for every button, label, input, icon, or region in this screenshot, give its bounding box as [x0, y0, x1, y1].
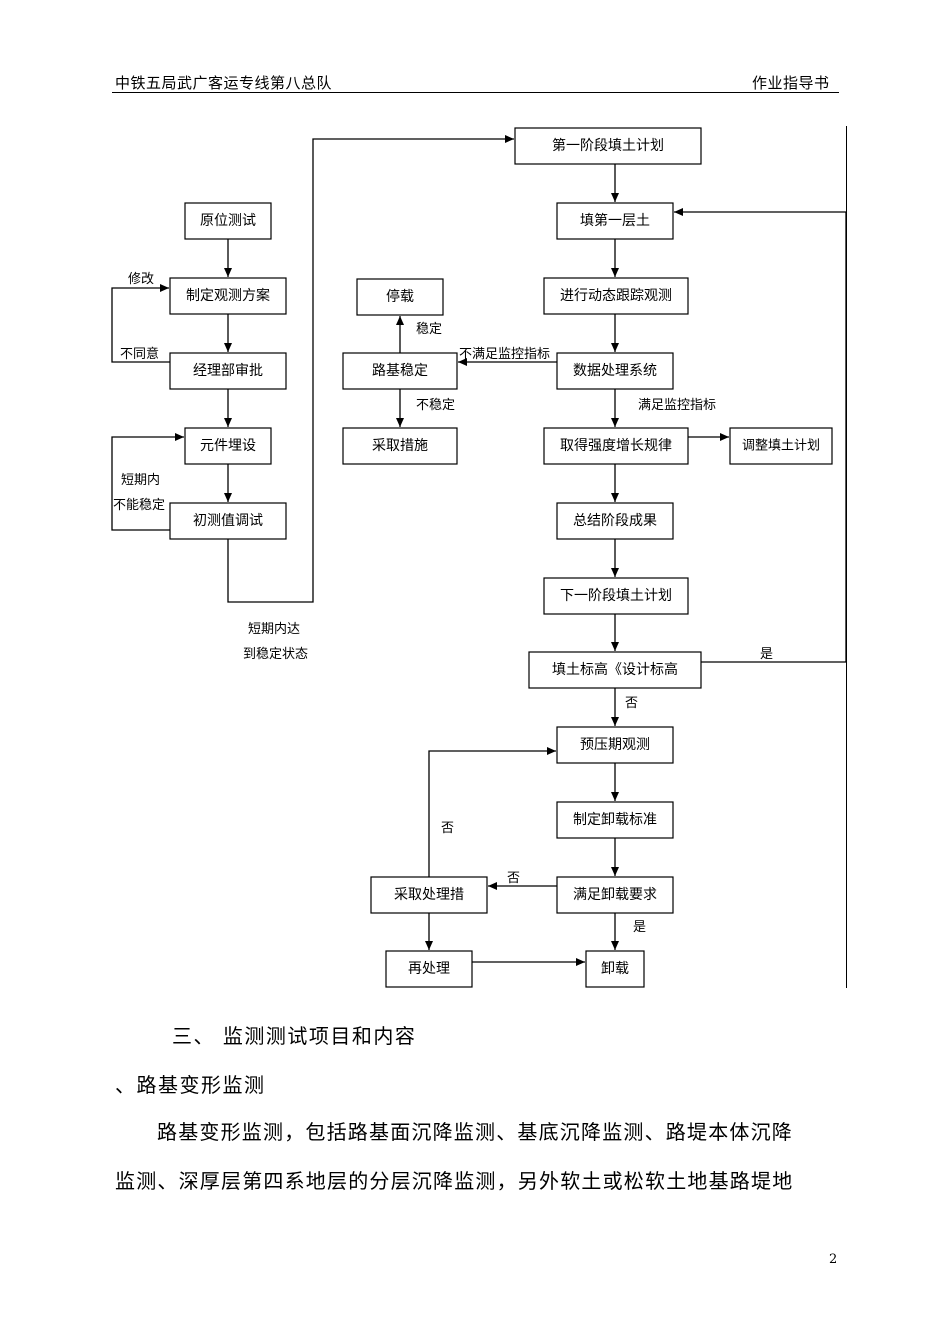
svg-text:元件埋设: 元件埋设 — [200, 438, 256, 454]
label-shi-manzu: 是 — [633, 920, 646, 935]
svg-text:采取措施: 采取措施 — [372, 438, 428, 454]
node-tingzai: 停载 — [356, 278, 444, 316]
header-left: 中铁五局武广客运专线第八总队 — [115, 74, 333, 92]
svg-text:填土标高《设计标高: 填土标高《设计标高 — [552, 661, 678, 678]
page-number: 2 — [829, 1252, 838, 1267]
label-daoda-1: 短期内达 — [248, 621, 300, 637]
header-rule — [112, 92, 839, 93]
paragraph-line-2: 监测、深厚层第四系地层的分层沉降监测，另外软土或松软土地基路堤地 — [115, 1169, 794, 1193]
edge-chuli-yuya — [428, 747, 556, 877]
node-xiezai: 卸载 — [585, 950, 645, 988]
node-zaichuli: 再处理 — [385, 950, 473, 988]
section-title: 三、 监测测试项目和内容 — [172, 1024, 417, 1048]
label-wending: 稳定 — [416, 321, 442, 337]
svg-text:第一阶段填土计划: 第一阶段填土计划 — [552, 137, 664, 154]
svg-text:调整填土计划: 调整填土计划 — [742, 439, 820, 454]
node-yuanwei: 原位测试 — [184, 202, 272, 240]
node-jinglibu: 经理部审批 — [169, 352, 287, 390]
label-xiugai: 修改 — [128, 272, 154, 287]
edge-biaogao-loop-shi — [674, 208, 847, 663]
node-yuya: 预压期观测 — [556, 726, 674, 764]
edge-loop-xiugai — [111, 284, 170, 363]
label-shi-biaogao: 是 — [760, 647, 773, 662]
node-caiqu-cuoshi: 采取措施 — [342, 427, 458, 465]
label-daoda-2: 到稳定状态 — [243, 646, 308, 662]
node-tiaozheng: 调整填土计划 — [729, 427, 833, 465]
node-biaogao: 填土标高《设计标高 — [528, 651, 702, 689]
svg-text:原位测试: 原位测试 — [200, 213, 256, 229]
label-fou-biaogao: 否 — [625, 696, 638, 711]
label-buwending: 不稳定 — [416, 397, 455, 413]
label-manzu: 满足监控指标 — [638, 398, 716, 413]
edge-loop-bunengwending — [111, 433, 184, 531]
svg-text:进行动态跟踪观测: 进行动态跟踪观测 — [560, 288, 672, 304]
label-fou-manzu: 否 — [507, 871, 520, 886]
svg-text:填第一层土: 填第一层土 — [580, 212, 650, 229]
svg-text:路基稳定: 路基稳定 — [372, 362, 428, 379]
svg-text:经理部审批: 经理部审批 — [193, 363, 263, 379]
svg-text:预压期观测: 预压期观测 — [580, 737, 650, 753]
node-tian-diyi: 填第一层土 — [556, 202, 674, 240]
node-chuce: 初测值调试 — [169, 502, 287, 540]
svg-text:制定卸载标准: 制定卸载标准 — [573, 812, 657, 828]
svg-text:制定观测方案: 制定观测方案 — [186, 287, 270, 304]
svg-text:停载: 停载 — [386, 288, 414, 305]
label-butongyi: 不同意 — [120, 346, 159, 362]
node-zongjie: 总结阶段成果 — [556, 502, 674, 540]
node-diyi-jihua: 第一阶段填土计划 — [514, 127, 702, 165]
node-manzu-xiezai: 满足卸载要求 — [556, 876, 674, 914]
svg-text:下一阶段填土计划: 下一阶段填土计划 — [560, 588, 672, 604]
header-right: 作业指导书 — [752, 74, 830, 92]
paragraph-line-1: 路基变形监测，包括路基面沉降监测、基底沉降监测、路堤本体沉降 — [157, 1120, 793, 1144]
node-xiezai-biaozhun: 制定卸载标准 — [556, 801, 674, 839]
svg-text:数据处理系统: 数据处理系统 — [573, 363, 657, 379]
label-fou-loop: 否 — [441, 821, 454, 836]
node-zhiding-fangan: 制定观测方案 — [169, 277, 287, 315]
node-qiangdu: 取得强度增长规律 — [543, 427, 689, 465]
node-luji-wending: 路基稳定 — [342, 352, 458, 390]
node-dongtai: 进行动态跟踪观测 — [543, 277, 689, 315]
node-xiayi-jihua: 下一阶段填土计划 — [543, 577, 689, 615]
flowchart: 原位测试 制定观测方案 经理部审批 元件埋设 初测值调试 停载 路基稳定 采取措… — [111, 127, 847, 988]
svg-text:初测值调试: 初测值调试 — [193, 512, 263, 529]
svg-text:再处理: 再处理 — [408, 961, 450, 977]
label-bunengwending: 不能稳定 — [113, 497, 165, 513]
label-duanqinei: 短期内 — [121, 472, 160, 488]
subsection-title: 、路基变形监测 — [115, 1073, 266, 1097]
svg-text:总结阶段成果: 总结阶段成果 — [573, 513, 657, 529]
label-bumanzu: 不满足监控指标 — [459, 347, 550, 362]
svg-text:卸载: 卸载 — [601, 961, 629, 977]
node-yuanjian: 元件埋设 — [184, 427, 272, 465]
node-shuju: 数据处理系统 — [556, 352, 674, 390]
node-caiqu-chuli: 采取处理措 — [370, 876, 488, 914]
svg-text:采取处理措: 采取处理措 — [394, 887, 464, 903]
edge-chuce-to-diyi — [227, 135, 514, 603]
svg-text:取得强度增长规律: 取得强度增长规律 — [560, 437, 672, 454]
svg-text:满足卸载要求: 满足卸载要求 — [573, 887, 657, 903]
